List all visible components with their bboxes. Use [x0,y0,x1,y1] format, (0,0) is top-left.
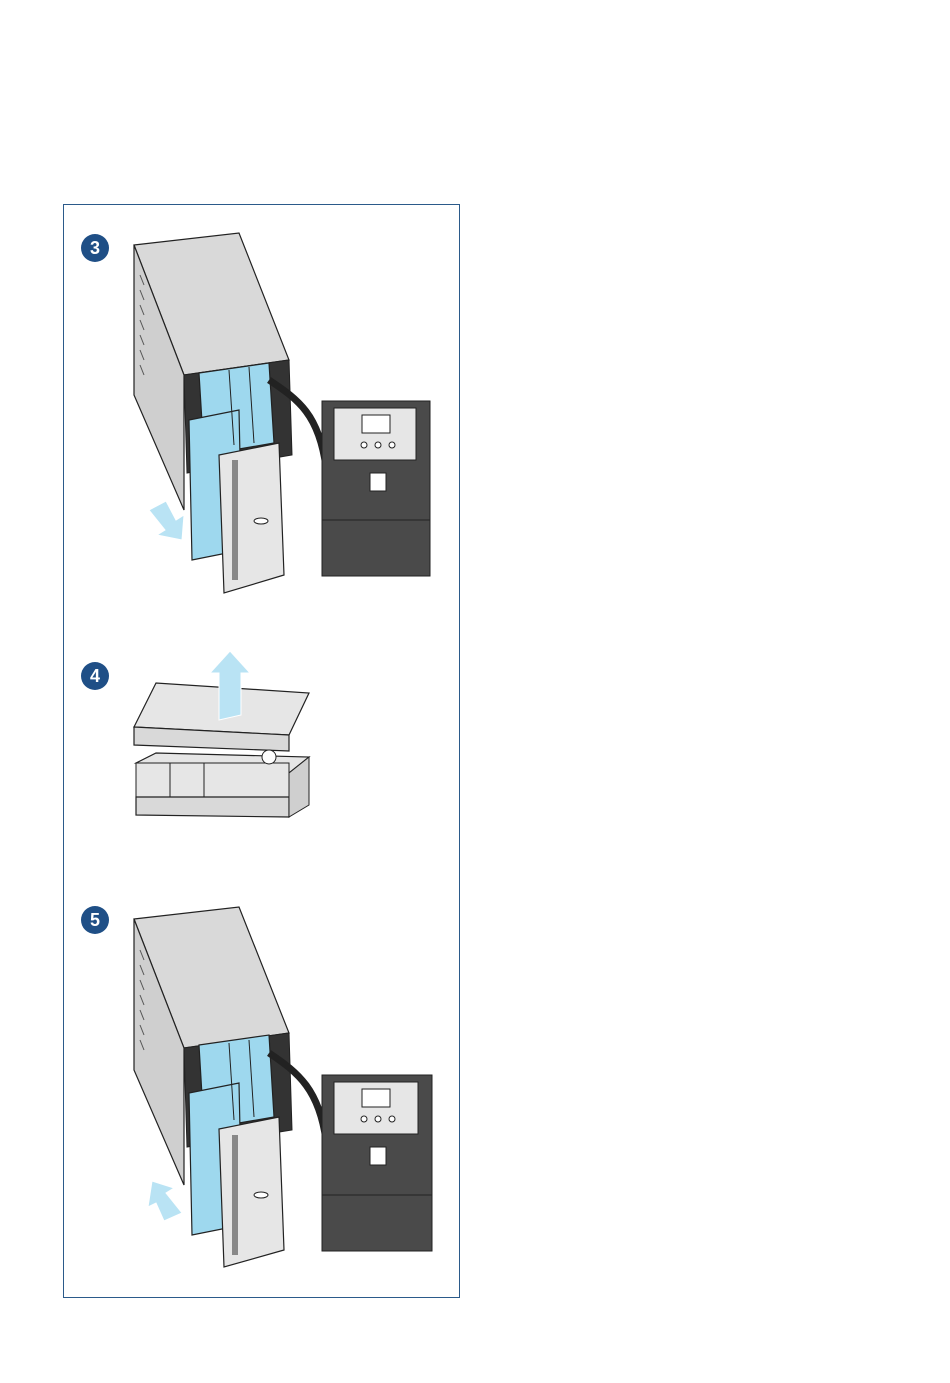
step-4-illustration [64,645,461,845]
step-5: 5 [64,895,461,1299]
lcd-display [362,415,390,433]
panel-button [375,1116,381,1122]
step-5-number: 5 [90,910,100,930]
battery-bracket [219,443,284,593]
connector-icon [262,750,276,764]
lcd-display [362,1089,390,1107]
push-in-arrow [148,1181,182,1221]
step-4-number: 4 [90,666,100,686]
step-5-illustration [64,895,461,1299]
panel-button [361,442,367,448]
lower-tray-base [136,797,289,817]
bracket-handle [254,518,268,524]
step-3: 3 [64,205,461,625]
pull-out-arrow [149,501,184,540]
step-3-number: 3 [90,238,100,258]
instruction-frame: 3 [63,204,460,1298]
panel-logo [370,1147,386,1165]
lower-tray-cells [136,763,289,797]
panel-button [361,1116,367,1122]
panel-logo [370,473,386,491]
panel-button [389,442,395,448]
bracket-handle [254,1192,268,1198]
panel-button [389,1116,395,1122]
panel-button [375,442,381,448]
battery-bracket [219,1117,284,1267]
step-3-illustration [64,205,461,625]
bracket-rail [232,460,238,580]
step-3-badge: 3 [81,234,109,262]
step-4-badge: 4 [81,662,109,690]
bracket-rail [232,1135,238,1255]
step-5-badge: 5 [81,906,109,934]
step-4: 4 [64,645,461,845]
